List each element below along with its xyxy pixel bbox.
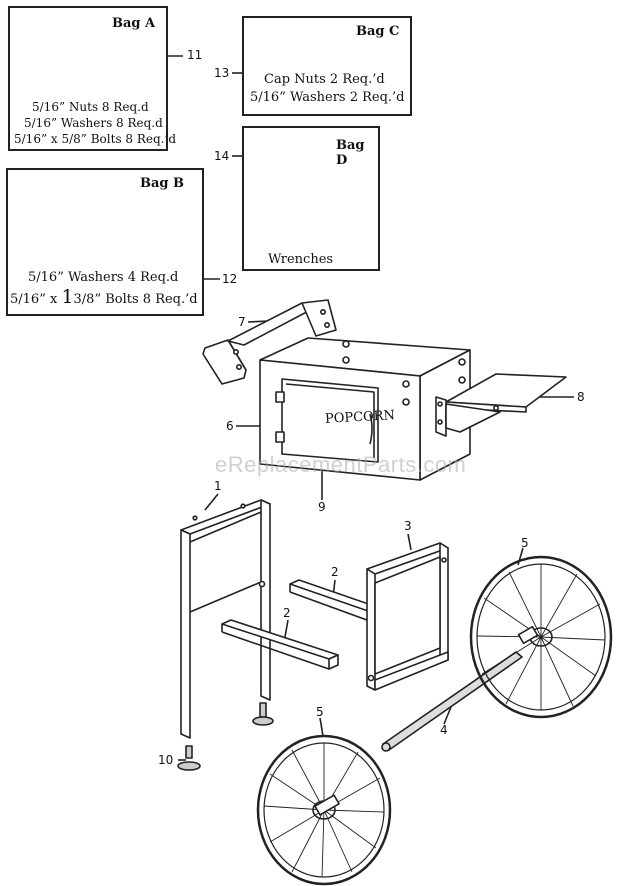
bag-d-label: Wrenches bbox=[268, 252, 334, 267]
callout-8: 8 bbox=[577, 390, 585, 404]
bag-c-box: Bag C Cap Nuts 2 Req.’d 5/16” Washers 2 … bbox=[242, 16, 412, 116]
bag-a-title: Bag A bbox=[112, 16, 156, 31]
callout-3: 3 bbox=[404, 519, 412, 533]
bag-b-line-2-post: 3/8” Bolts 8 Req.’d bbox=[73, 292, 198, 307]
bag-a-line-2: 5/16” Washers 8 Req.d bbox=[24, 116, 163, 130]
callout-7: 7 bbox=[238, 315, 246, 329]
bag-b-line-2-pre: 5/16” x bbox=[10, 292, 62, 307]
callout-2b: 2 bbox=[283, 606, 291, 620]
callout-2a: 2 bbox=[331, 565, 339, 579]
callout-13: 13 bbox=[214, 66, 230, 80]
callout-5b: 5 bbox=[316, 705, 324, 719]
bag-b-box: Bag B 5/16” Washers 4 Req.d 5/16” x 13/8… bbox=[6, 168, 204, 316]
callout-11: 11 bbox=[187, 48, 203, 62]
bag-b-line-2: 5/16” x 13/8” Bolts 8 Req.’d bbox=[10, 286, 198, 308]
callout-14: 14 bbox=[214, 149, 230, 163]
bag-c-line-2: 5/16” Washers 2 Req.’d bbox=[250, 90, 405, 105]
bag-b-title: Bag B bbox=[140, 176, 185, 191]
callout-6: 6 bbox=[226, 419, 234, 433]
bag-b-line-1: 5/16” Washers 4 Req.d bbox=[28, 270, 179, 285]
cross-bar-part bbox=[221, 619, 339, 670]
rear-frame-part bbox=[366, 542, 449, 691]
watermark: eReplacementParts.com bbox=[215, 452, 467, 477]
bag-a-line-3: 5/16” x 5/8” Bolts 8 Req.’d bbox=[14, 132, 176, 146]
callout-5a: 5 bbox=[521, 536, 529, 550]
bag-c-line-1: Cap Nuts 2 Req.’d bbox=[264, 72, 385, 87]
popcorn-cabinet-part bbox=[259, 337, 471, 481]
bag-d-box: Bag D Wrenches bbox=[242, 126, 380, 271]
bag-a-box: Bag A 5/16” Nuts 8 Req.d 5/16” Washers 8… bbox=[8, 6, 176, 151]
leg-frame-part bbox=[180, 499, 271, 739]
leveler-foot-part bbox=[177, 702, 274, 771]
wheel-part-upper bbox=[469, 555, 613, 719]
callout-9: 9 bbox=[318, 500, 326, 514]
wheel-part-lower bbox=[256, 734, 392, 886]
callout-4: 4 bbox=[440, 723, 448, 737]
side-bracket-part bbox=[202, 299, 337, 385]
bag-c-title: Bag C bbox=[356, 24, 400, 39]
callout-10: 10 bbox=[158, 753, 174, 767]
side-shelf-part bbox=[435, 373, 567, 437]
callout-1: 1 bbox=[214, 479, 222, 493]
bag-d-title: Bag D bbox=[336, 138, 365, 168]
bag-a-line-1: 5/16” Nuts 8 Req.d bbox=[32, 100, 149, 114]
bag-b-line-2-big: 1 bbox=[61, 286, 74, 308]
callout-12: 12 bbox=[222, 272, 238, 286]
